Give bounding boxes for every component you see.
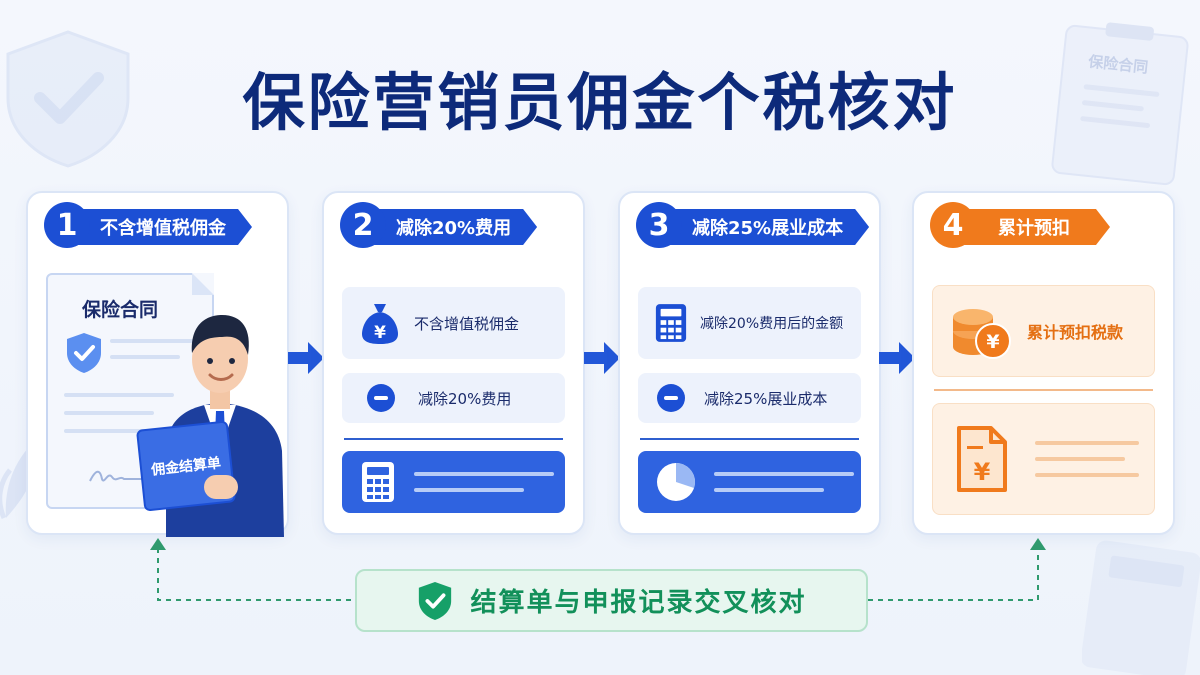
row-deduct-25: 减除25%展业成本 (638, 373, 861, 423)
svg-text:¥: ¥ (374, 323, 386, 343)
step-card-3: 3 减除25%展业成本 减除20%费用后的金额 减除25%展业成本 (618, 191, 881, 535)
row-deduct-20: 减除20%费用 (342, 373, 565, 423)
signature-icon (89, 470, 146, 482)
row-cumulative-tax: ¥ 累计预扣税款 (932, 285, 1155, 377)
row-pre-vat-commission: ¥ 不含增值税佣金 (342, 287, 565, 359)
contract-title: 保险合同 (82, 299, 159, 321)
divider (934, 389, 1153, 391)
step-label-3: 减除25%展业成本 (668, 209, 869, 245)
row-tax-document: ¥ (932, 403, 1155, 515)
row-text: 减除20%费用 (418, 389, 512, 408)
step-header-4: 4 累计预扣 (930, 202, 1110, 248)
contract-text-lines (110, 339, 200, 359)
calculator-icon (655, 304, 687, 342)
divider (344, 438, 563, 440)
result-lines (414, 472, 554, 492)
step-label-4: 累计预扣 (962, 209, 1110, 245)
page-title: 保险营销员佣金个税核对 (242, 66, 958, 139)
step-number-1: 1 (44, 202, 90, 248)
divider (640, 438, 859, 440)
step-header-2: 2 减除20%费用 (340, 202, 537, 248)
step-label-2: 减除20%费用 (372, 209, 537, 245)
step-label-1: 不含增值税佣金 (76, 209, 252, 245)
step-card-4: 4 累计预扣 ¥ 累计预扣税款 ¥ (912, 191, 1175, 535)
flow-arrow-1-icon (288, 342, 324, 374)
money-bag-icon: ¥ (362, 304, 398, 344)
hand (204, 475, 238, 499)
shield-check-icon (419, 581, 452, 620)
document-yuan-icon: ¥ (957, 426, 1007, 492)
flow-arrow-3-icon (879, 342, 915, 374)
row-text: 减除20%费用后的金额 (700, 316, 844, 332)
contract-body-lines (64, 393, 204, 433)
document-lines (1035, 441, 1139, 477)
row-text: 累计预扣税款 (1027, 323, 1124, 342)
minus-circle-icon (367, 384, 395, 412)
svg-text:¥: ¥ (974, 458, 991, 486)
banner-text: 结算单与申报记录交叉核对 (470, 588, 807, 618)
calculator-icon (362, 462, 394, 502)
step-card-2: 2 减除20%费用 ¥ 不含增值税佣金 减除20%费用 (322, 191, 585, 535)
cross-check-banner: 结算单与申报记录交叉核对 (355, 569, 868, 632)
row-after-20-amount: 减除20%费用后的金额 (638, 287, 861, 359)
calculator-decoration-icon (1082, 540, 1200, 675)
flow-arrow-2-icon (584, 342, 620, 374)
row-text: 不含增值税佣金 (414, 314, 520, 333)
row-text: 减除25%展业成本 (704, 389, 828, 408)
coins-icon: ¥ (953, 309, 1011, 359)
svg-text:¥: ¥ (986, 331, 999, 353)
minus-circle-icon (657, 384, 685, 412)
step-number-4: 4 (930, 202, 976, 248)
step-header-3: 3 减除25%展业成本 (636, 202, 869, 248)
step-number-3: 3 (636, 202, 682, 248)
step-card-1: 1 不含增值税佣金 保险合同 (26, 191, 289, 537)
shield-decoration-icon (6, 30, 130, 168)
shield-check-icon (67, 333, 101, 373)
step-header-1: 1 不含增值税佣金 (44, 202, 252, 248)
pie-chart-icon (657, 463, 695, 501)
row-calculator-result (342, 451, 565, 513)
row-pie-result (638, 451, 861, 513)
step-number-2: 2 (340, 202, 386, 248)
result-lines (714, 472, 854, 492)
